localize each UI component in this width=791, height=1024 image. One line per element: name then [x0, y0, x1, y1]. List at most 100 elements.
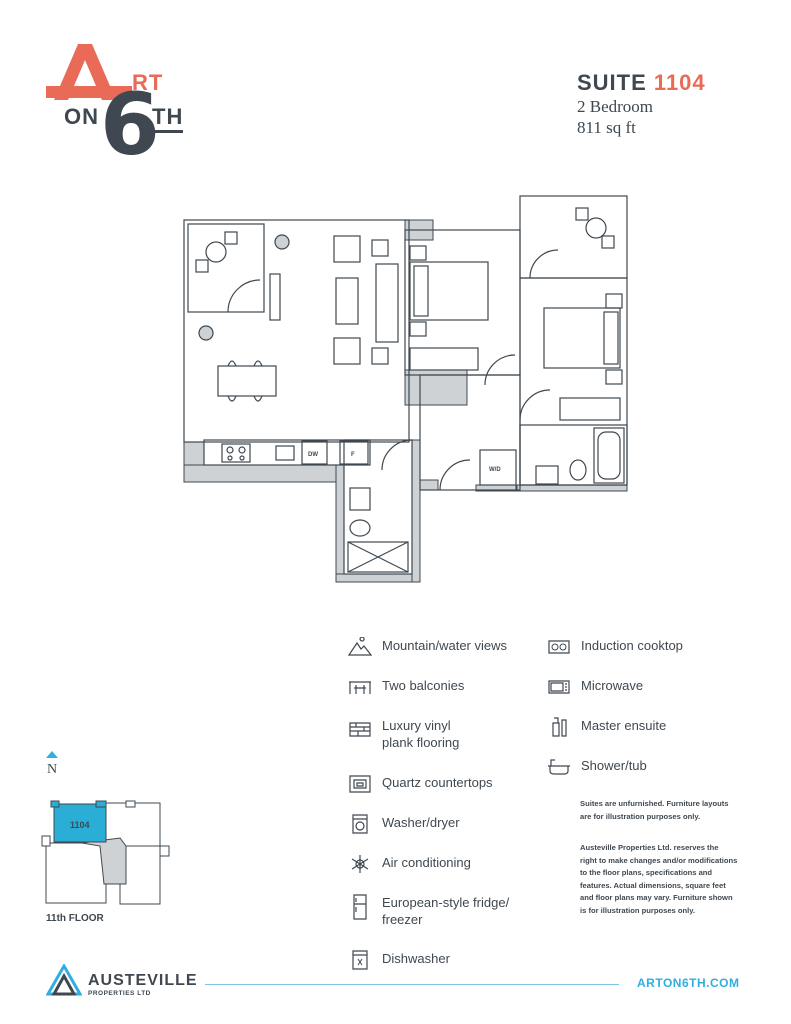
- suite-bedrooms: 2 Bedroom: [577, 97, 654, 116]
- bedroom-2-outline: [404, 229, 521, 376]
- washer-icon: [352, 814, 368, 834]
- logo-six-text: 6: [100, 75, 160, 175]
- feature-shower-tub: Shower/tub: [547, 757, 647, 777]
- brand-name: AUSTEVILLE: [88, 972, 198, 989]
- dishwasher-label: DW: [308, 452, 318, 458]
- logo-rt-text: RT: [132, 70, 164, 95]
- north-label: N: [47, 762, 58, 777]
- master-bed: [543, 307, 621, 369]
- suite-header: SUITE 1104 2 Bedroom 811 sq ft: [577, 70, 767, 138]
- ensuite-icon: [552, 717, 567, 737]
- floor-label: 11th FLOOR: [46, 913, 104, 924]
- closet: [559, 397, 621, 421]
- plant: [198, 325, 214, 341]
- armchair: [333, 337, 361, 365]
- fridge-icon: [353, 894, 367, 920]
- feature-dishwasher: Dishwasher: [348, 950, 450, 970]
- wall-segment: [183, 464, 337, 483]
- feature-master-ensuite: Master ensuite: [547, 717, 666, 737]
- toilet: [349, 519, 371, 537]
- bathroom-outline: [343, 439, 413, 575]
- washer-dryer-label: W/D: [489, 467, 501, 473]
- balcony-icon: [349, 681, 371, 694]
- closet: [409, 347, 479, 371]
- countertop-icon: [349, 775, 371, 793]
- dining-table: [217, 365, 277, 397]
- wall-segment: [335, 464, 345, 583]
- wall-segment: [516, 484, 628, 492]
- suite-number: 1104: [653, 70, 706, 95]
- shower: [347, 541, 409, 573]
- balcony-table: [205, 241, 227, 263]
- ensuite-outline: [519, 424, 628, 486]
- armchair: [333, 235, 361, 263]
- dishwasher-box: [301, 440, 328, 465]
- door-swing: [519, 389, 551, 421]
- feature-washer-dryer: Washer/dryer: [348, 814, 460, 834]
- key-plan-suite-label: 1104: [70, 820, 90, 830]
- door-swing: [484, 354, 516, 386]
- balcony-right-outline: [519, 195, 628, 279]
- side-table: [371, 347, 389, 365]
- balcony-table: [585, 217, 607, 239]
- door-swing: [227, 279, 261, 313]
- bed-2: [409, 261, 489, 321]
- feature-mountain-views: Mountain/water views: [348, 637, 507, 657]
- cooktop-icon: [548, 640, 570, 654]
- wall-segment: [411, 439, 421, 583]
- suite-area: 811 sq ft: [577, 118, 636, 137]
- north-arrow-icon: [46, 751, 58, 758]
- ensuite-toilet: [569, 459, 587, 481]
- kitchen-sink: [275, 445, 295, 461]
- side-table: [371, 239, 389, 257]
- unfurnished-note: Suites are unfurnished. Furniture layout…: [580, 799, 729, 821]
- feature-countertops: Quartz countertops: [348, 774, 493, 794]
- door-swing: [529, 249, 559, 279]
- mountain-icon: [348, 637, 372, 656]
- bathtub-icon: [548, 759, 570, 775]
- feature-microwave: Microwave: [547, 677, 643, 697]
- austeville-logo-icon: [46, 964, 82, 996]
- door-swing: [439, 459, 471, 491]
- snowflake-icon: [351, 855, 369, 873]
- coffee-table: [335, 277, 359, 325]
- feature-fridge: European-style fridge/ freezer: [348, 894, 509, 928]
- microwave-icon: [548, 680, 570, 694]
- living-room-outline: [183, 219, 410, 443]
- feature-air-conditioning: Air conditioning: [348, 854, 471, 874]
- tv-console: [269, 273, 281, 321]
- art-on-6th-logo: RT ON 6 TH: [44, 40, 194, 170]
- sofa: [375, 263, 399, 343]
- cooktop: [221, 443, 251, 463]
- laundry-closet: [479, 449, 517, 486]
- logo-on-text: ON: [64, 104, 99, 129]
- wall-segment: [404, 369, 468, 406]
- ensuite-sink: [535, 465, 559, 485]
- wall-segment: [335, 573, 421, 583]
- bathtub: [593, 427, 625, 484]
- balcony-left-outline: [187, 223, 265, 313]
- feature-induction-cooktop: Induction cooktop: [547, 637, 683, 657]
- flooring-icon: [349, 722, 371, 737]
- suite-title-word: SUITE: [577, 70, 647, 95]
- logo-a-mark: [46, 44, 132, 100]
- kitchen-counter: [203, 439, 371, 466]
- suite-highlight: [53, 803, 107, 843]
- master-bedroom-outline: [519, 277, 628, 486]
- fridge-box: [339, 440, 369, 465]
- footer-divider: [205, 984, 619, 985]
- logo-th-text: TH: [152, 106, 184, 133]
- feature-two-balconies: Two balconies: [348, 677, 464, 697]
- dishwasher-icon: [352, 950, 368, 970]
- website-link[interactable]: ARTON6TH.COM: [637, 976, 740, 990]
- key-plan: 1104: [41, 800, 170, 905]
- suite-title: SUITE 1104: [577, 70, 767, 96]
- brand-subtitle: PROPERTIES LTD: [88, 990, 151, 997]
- plant: [274, 234, 290, 250]
- fridge-label: F: [351, 452, 355, 458]
- floor-plan: DW F W/D: [183, 195, 628, 583]
- vanity-sink: [349, 487, 371, 511]
- feature-flooring: Luxury vinyl plank flooring: [348, 717, 459, 751]
- disclaimer-note: Austeville Properties Ltd. reserves the …: [580, 843, 738, 915]
- wall-segment: [419, 479, 439, 491]
